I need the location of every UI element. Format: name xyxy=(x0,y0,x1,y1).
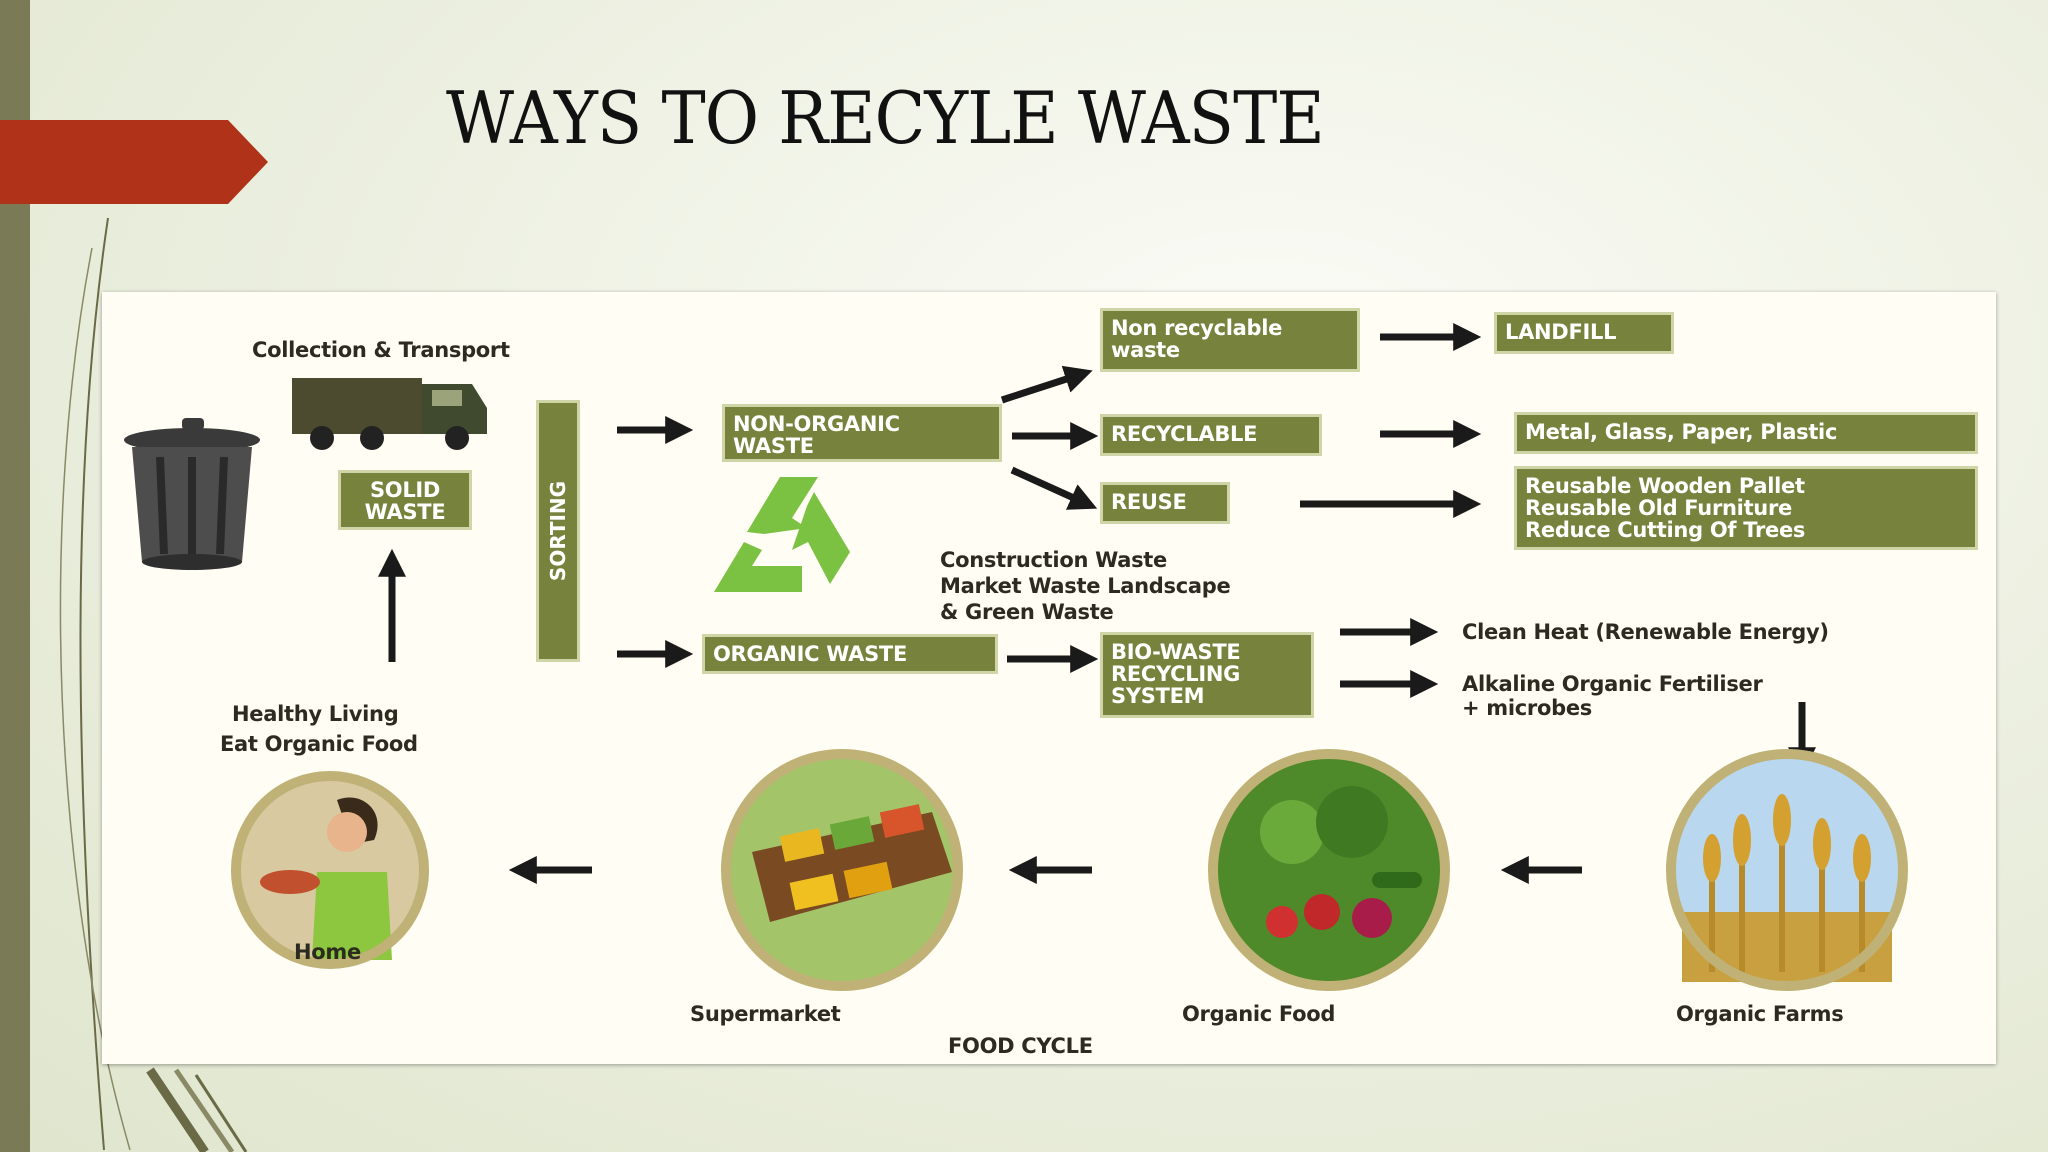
landfill-box: LANDFILL xyxy=(1494,312,1674,354)
recyclable-box: RECYCLABLE xyxy=(1100,414,1322,456)
supermarket-label: Supermarket xyxy=(690,1002,841,1026)
non-recyclable-box: Non recyclable waste xyxy=(1100,308,1360,372)
decorative-lines xyxy=(59,217,248,1152)
collection-transport-label: Collection & Transport xyxy=(252,338,510,362)
woman-eating-icon xyxy=(240,780,420,960)
vegetables-icon xyxy=(1217,758,1441,982)
non-organic-waste-box: NON-ORGANIC WASTE xyxy=(722,404,1002,462)
clean-heat-label: Clean Heat (Renewable Energy) xyxy=(1462,620,1829,644)
market-stall-icon xyxy=(730,758,954,982)
diagram-graphics xyxy=(124,323,1908,991)
flow-arrows xyxy=(378,323,1816,884)
recycle-icon xyxy=(714,477,850,592)
eat-organic-food-label: Eat Organic Food xyxy=(220,732,418,756)
food-cycle-label: FOOD CYCLE xyxy=(948,1034,1093,1058)
fertiliser-label-2: + microbes xyxy=(1462,696,1592,720)
organic-example-1: Construction Waste xyxy=(940,548,1167,572)
circle-rings xyxy=(231,749,1908,991)
trash-can-icon xyxy=(124,418,260,570)
fertiliser-label-1: Alkaline Organic Fertiliser xyxy=(1462,672,1763,696)
organic-example-2: Market Waste Landscape xyxy=(940,574,1231,598)
sorting-label: SORTING xyxy=(546,480,570,582)
solid-waste-box: SOLID WASTE xyxy=(338,470,472,530)
reuse-box: REUSE xyxy=(1100,482,1230,524)
organic-farms-label: Organic Farms xyxy=(1676,1002,1844,1026)
title-accent-arrow xyxy=(0,120,268,204)
reuse-items-box: Reusable Wooden Pallet Reusable Old Furn… xyxy=(1514,466,1978,550)
recyclable-items-box: Metal, Glass, Paper, Plastic xyxy=(1514,412,1978,454)
home-label: Home xyxy=(294,940,361,964)
recycling-diagram: Collection & Transport SOLID WASTE SORTI… xyxy=(102,292,1996,1064)
biowaste-system-box: BIO-WASTE RECYCLING SYSTEM xyxy=(1100,632,1314,718)
sorting-box: SORTING xyxy=(536,400,580,662)
organic-example-3: & Green Waste xyxy=(940,600,1114,624)
garbage-truck-icon xyxy=(292,378,487,450)
wheat-icon xyxy=(1675,758,1899,982)
organic-waste-box: ORGANIC WASTE xyxy=(702,634,998,674)
healthy-living-label: Healthy Living xyxy=(232,702,399,726)
slide-title: WAYS TO RECYLE WASTE xyxy=(446,76,1325,160)
organic-food-label: Organic Food xyxy=(1182,1002,1336,1026)
